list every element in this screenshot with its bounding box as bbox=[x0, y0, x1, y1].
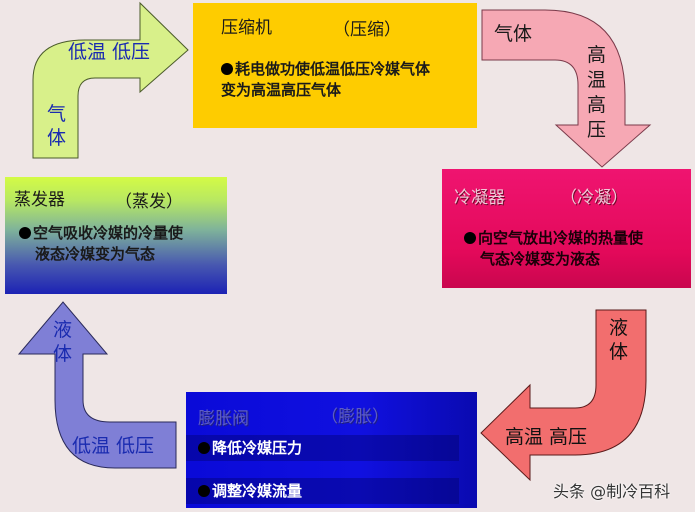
arrow-evaporator-to-compressor bbox=[32, 1, 189, 159]
arrow-expansion-to-evaporator bbox=[17, 301, 177, 469]
bullet-icon bbox=[198, 442, 210, 454]
arrow-condenser-to-expansion bbox=[480, 309, 647, 482]
bullet-icon bbox=[198, 485, 210, 497]
item-strip bbox=[186, 435, 459, 461]
arrow-label-state: 气体 bbox=[47, 103, 67, 149]
component-process: （膨胀） bbox=[321, 407, 389, 427]
arrow-label-condition: 低温 低压 bbox=[68, 41, 151, 63]
component-title: 压缩机 bbox=[221, 18, 272, 38]
component-title: 膨胀阀 bbox=[198, 409, 249, 429]
compressor-box: 压缩机 （压缩） 耗电做功使低温低压冷媒气体 变为高温高压气体 bbox=[193, 3, 477, 128]
expansion-valve-box: 膨胀阀 （膨胀） 降低冷媒压力 调整冷媒流量 bbox=[186, 392, 477, 508]
component-description: 耗电做功使低温低压冷媒气体 变为高温高压气体 bbox=[221, 60, 431, 99]
arrow-label-condition: 高温 高压 bbox=[505, 426, 588, 448]
component-description: 空气吸收冷媒的冷量使 液态冷媒变为气态 bbox=[19, 223, 183, 265]
bullet-icon bbox=[221, 63, 233, 75]
component-description: 向空气放出冷媒的热量使 气态冷媒变为液态 bbox=[464, 228, 643, 270]
condenser-box: 冷凝器 （冷凝） 向空气放出冷媒的热量使 气态冷媒变为液态 bbox=[442, 169, 691, 288]
component-process: （压缩） bbox=[333, 20, 401, 40]
evaporator-box: 蒸发器 （蒸发） 空气吸收冷媒的冷量使 液态冷媒变为气态 bbox=[5, 177, 227, 294]
bullet-icon bbox=[464, 232, 476, 244]
component-item: 降低冷媒压力 bbox=[198, 438, 302, 459]
component-process: （蒸发） bbox=[115, 192, 183, 212]
bullet-icon bbox=[19, 227, 31, 239]
component-title: 冷凝器 bbox=[454, 188, 505, 208]
arrow-label-state: 液体 bbox=[53, 319, 73, 365]
component-title: 蒸发器 bbox=[14, 190, 65, 210]
component-item: 调整冷媒流量 bbox=[198, 481, 302, 502]
arrow-label-state: 液体 bbox=[609, 317, 629, 363]
arrow-label-state: 气体 bbox=[494, 23, 533, 45]
item-strip bbox=[186, 478, 459, 504]
component-process: （冷凝） bbox=[560, 188, 628, 208]
watermark: 头条 @制冷百科 bbox=[553, 482, 671, 501]
arrow-label-condition: 高温高压 bbox=[587, 44, 607, 141]
arrow-label-condition: 低温 低压 bbox=[72, 435, 155, 457]
arrow-compressor-to-condenser bbox=[481, 9, 652, 168]
